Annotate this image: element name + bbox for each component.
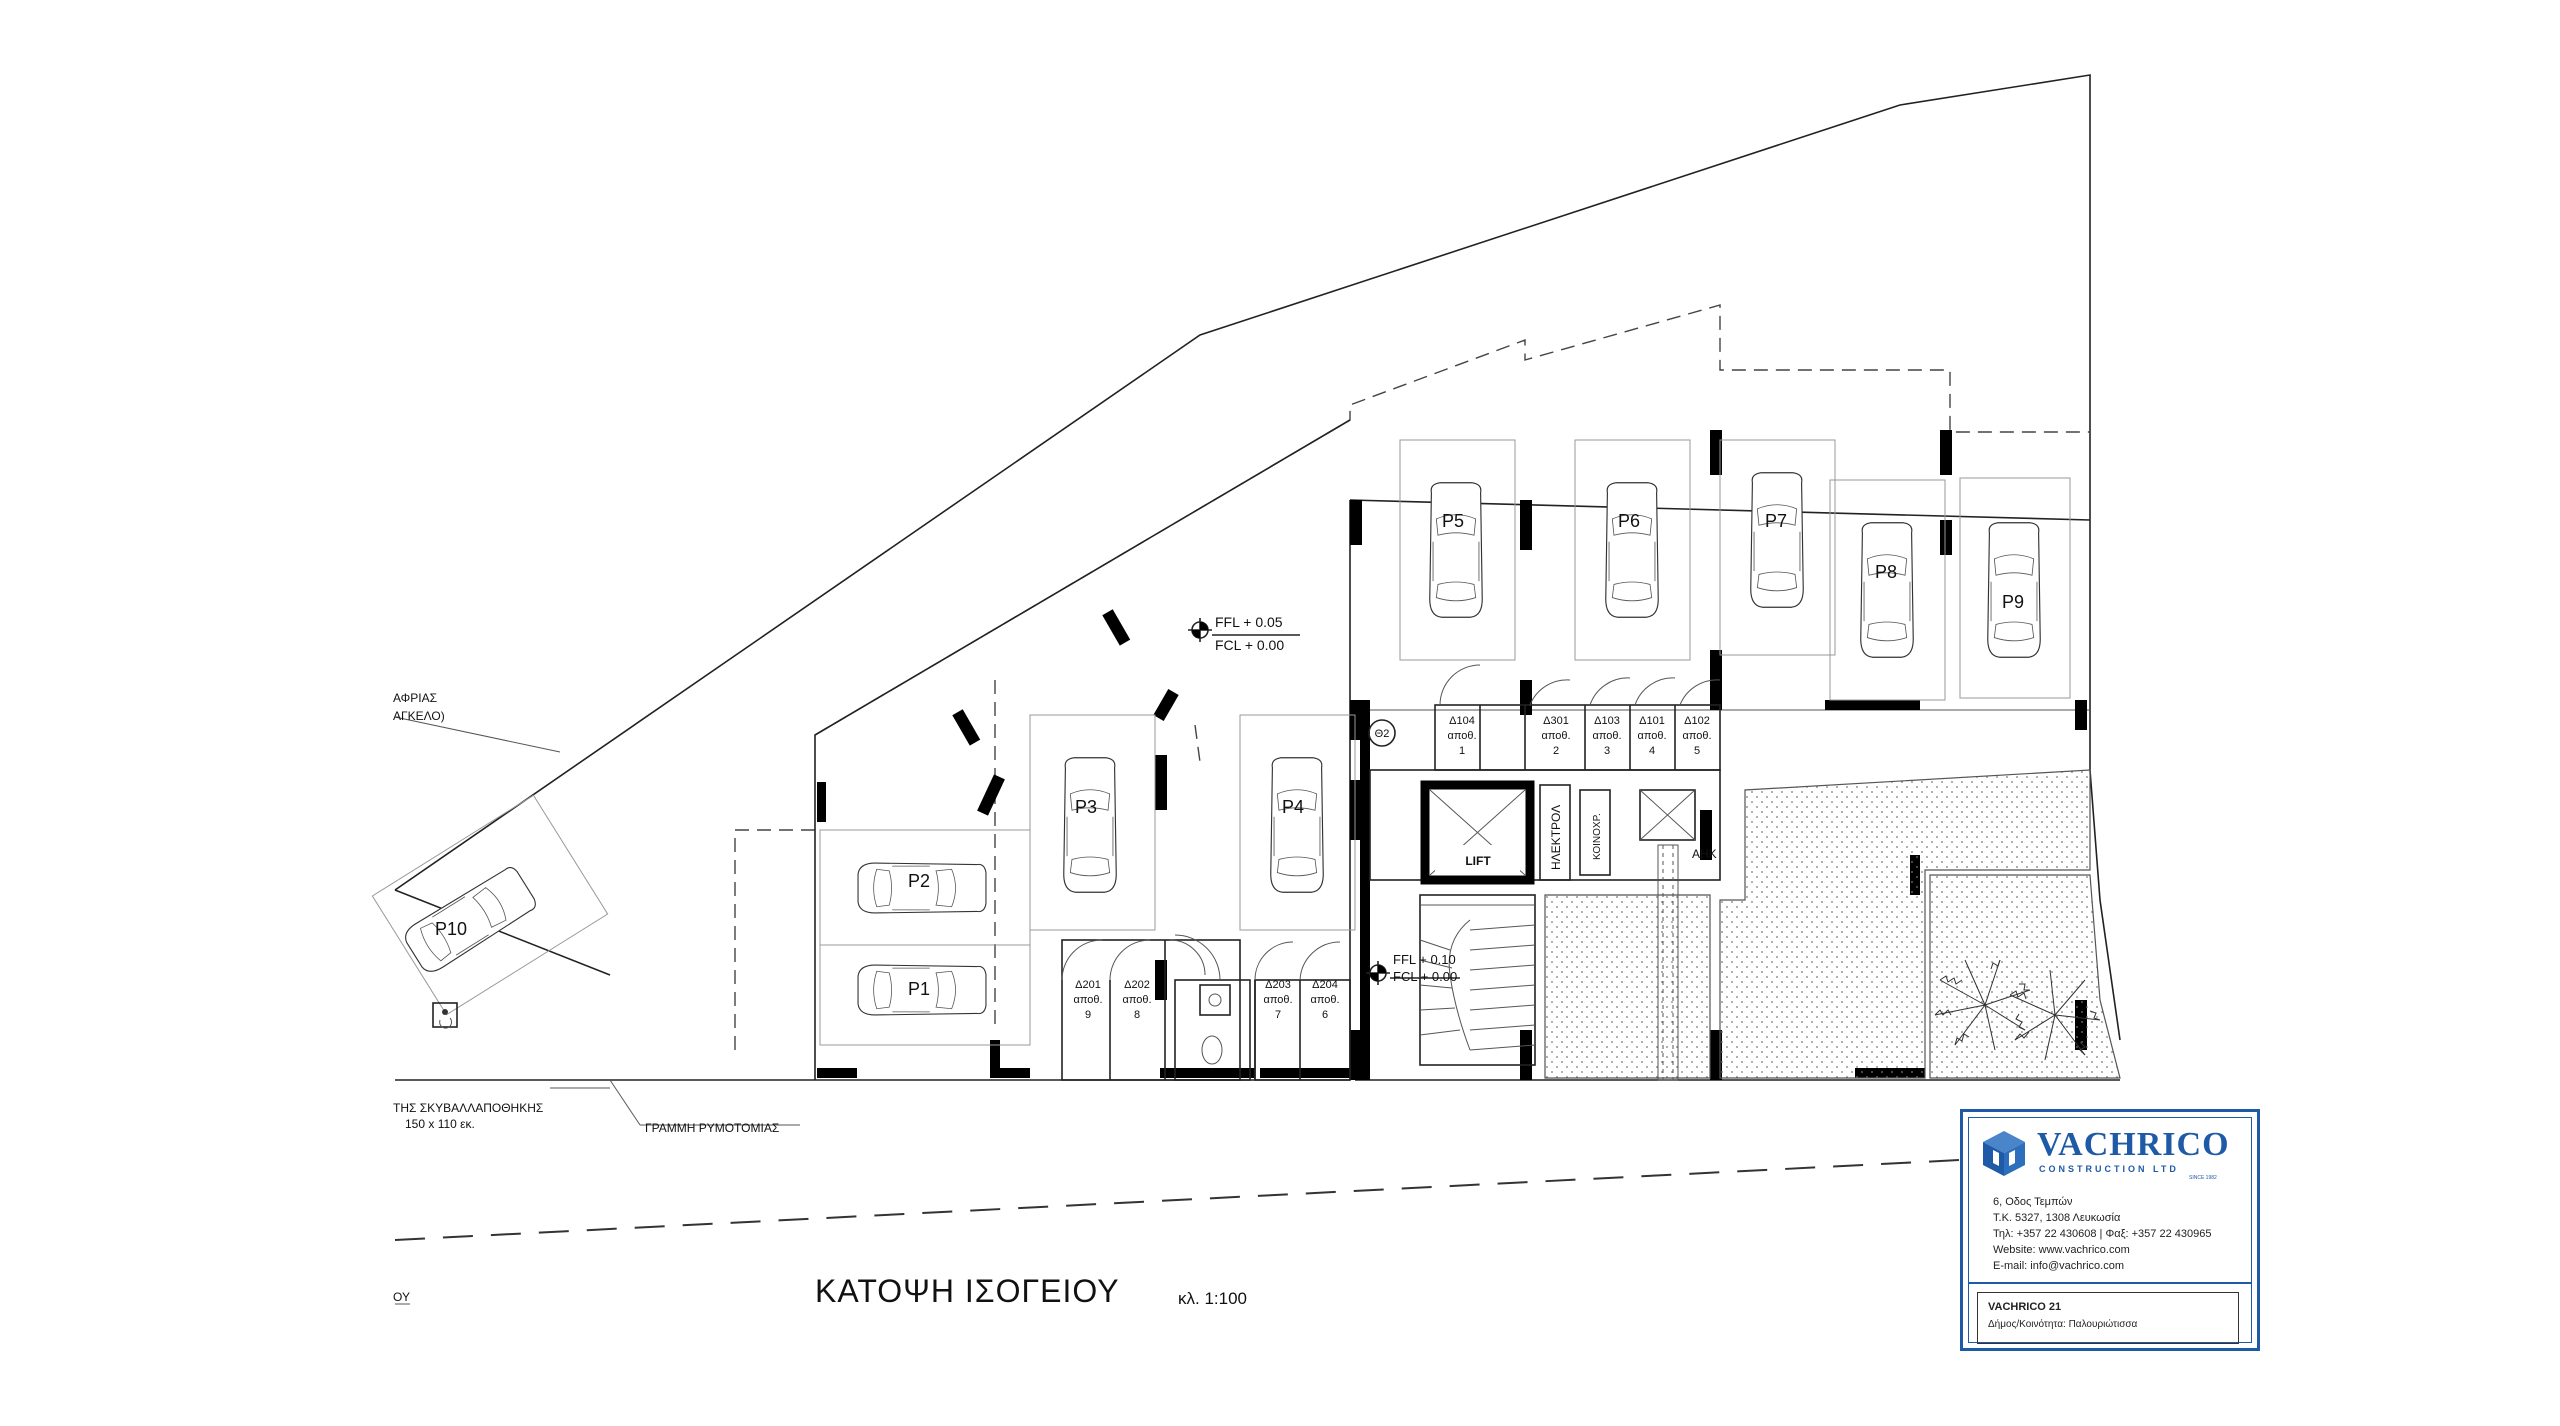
parking-label-p8: P8 (1875, 562, 1897, 582)
parking-label-p9: P9 (2002, 592, 2024, 612)
storage-num: 6 (1322, 1009, 1328, 1021)
accessibility-icons (432, 1002, 458, 1029)
storage-num: 3 (1604, 745, 1610, 757)
company-since: SINCE 1982 (2189, 1175, 2217, 1181)
car-p7 (1750, 472, 1804, 608)
storage-code: Δ204 (1312, 979, 1338, 991)
storage-code: Δ202 (1124, 979, 1150, 991)
storage-label: αποθ. (1682, 730, 1711, 742)
marker-label: Θ2 (1375, 728, 1390, 740)
storage-code: Δ102 (1684, 715, 1710, 727)
storage-label: αποθ. (1592, 730, 1621, 742)
storage-label: αποθ. (1637, 730, 1666, 742)
car-p6 (1605, 482, 1659, 618)
title-block-divider (1969, 1282, 2251, 1284)
address-line-2: Τ.Κ. 5327, 1308 Λευκωσία (1993, 1212, 2121, 1224)
title-block-frame (1968, 1117, 2252, 1343)
project-name: VACHRICO 21 (1988, 1301, 2062, 1313)
paved-areas (1544, 769, 2121, 1079)
edge-label: ΟΥ (393, 1290, 410, 1304)
storage-num: 8 (1134, 1009, 1140, 1021)
lift-label: LIFT (1465, 854, 1491, 868)
ahk-label: ΑΗΚ (1692, 847, 1717, 861)
left-label-1: ΑΦΡΙΑΣ (393, 691, 437, 705)
company-address: 6, Οδος Τεμπών Τ.Κ. 5327, 1308 Λευκωσία … (1993, 1194, 2211, 1274)
storage-rooms (1061, 664, 1721, 1081)
storage-num: 5 (1694, 745, 1700, 757)
parking-label-p2: P2 (908, 871, 930, 891)
car-p8 (1860, 522, 1914, 658)
parking-label-p7: P7 (1765, 511, 1787, 531)
storage-num: 4 (1649, 745, 1655, 757)
storage-code: Δ201 (1075, 979, 1101, 991)
storage-num: 1 (1459, 745, 1465, 757)
title-block: VACHRICO CONSTRUCTION LTD SINCE 1982 6, … (1960, 1109, 2260, 1351)
level-marker-upper (1188, 618, 1300, 642)
project-location: Δήμος/Κοινότητα: Παλουριώτισσα (1988, 1319, 2138, 1330)
storage-code: Δ203 (1265, 979, 1291, 991)
car-p4 (1270, 757, 1324, 893)
parking-label-p4: P4 (1282, 797, 1304, 817)
parking-label-p5: P5 (1442, 511, 1464, 531)
level-marker-lower (1366, 961, 1460, 985)
parking-bays (371, 439, 2071, 1046)
parking-label-p10: P10 (435, 919, 467, 939)
storage-code: Δ103 (1594, 715, 1620, 727)
car-p5 (1429, 482, 1483, 618)
ffl-lower: FFL + 0.10 (1393, 952, 1456, 967)
ffl-upper: FFL + 0.05 (1215, 614, 1283, 630)
plot-boundary (394, 74, 2121, 1041)
core (1174, 700, 1721, 1081)
drawing-scale: κλ. 1:100 (1178, 1289, 1247, 1308)
car-p10 (400, 862, 540, 978)
storage-label: αποθ. (1447, 730, 1476, 742)
pillars (817, 430, 2087, 1080)
phone-line: Τηλ: +357 22 430608 | Φαξ: +357 22 43096… (1993, 1228, 2212, 1240)
storage-label: αποθ. (1263, 994, 1292, 1006)
common-label: ΚΟΙΝΟΧΡ. (1592, 813, 1603, 860)
storage-num: 9 (1085, 1009, 1091, 1021)
website-line: Website: www.vachrico.com (1993, 1244, 2130, 1256)
bin-label-2: 150 x 110 εκ. (405, 1117, 475, 1131)
parking-label-p3: P3 (1075, 797, 1097, 817)
storage-code: Δ104 (1449, 715, 1475, 727)
storage-code: Δ101 (1639, 715, 1665, 727)
storage-label: αποθ. (1122, 994, 1151, 1006)
project-box: VACHRICO 21 Δήμος/Κοινότητα: Παλουριώτισ… (1977, 1292, 2239, 1344)
parking-label-p6: P6 (1618, 511, 1640, 531)
regulating-line (394, 716, 1961, 1305)
car-p3 (1063, 757, 1117, 893)
marker-circle (1368, 719, 1396, 747)
building-outline-dashed (734, 304, 2090, 1050)
bin-label-1: ΤΗΣ ΣΚΥΒΑΛΛΑΠΟΘΗΚΗΣ (393, 1101, 543, 1115)
storage-code: Δ301 (1543, 715, 1569, 727)
company-name: VACHRICO (2037, 1126, 2230, 1163)
storage-label: αποθ. (1541, 730, 1570, 742)
cube-logo-icon (1983, 1131, 2025, 1176)
regulating-line-label: ΓΡΑΜΜΗ ΡΥΜΟΤΟΜΙΑΣ (645, 1121, 779, 1135)
fcl-upper: FCL + 0.00 (1215, 637, 1284, 653)
car-p9 (1987, 522, 2041, 658)
fcl-lower: FCL + 0.00 (1393, 969, 1457, 984)
storage-label: αποθ. (1310, 994, 1339, 1006)
email-line: E-mail: info@vachrico.com (1993, 1260, 2124, 1272)
address-line-1: 6, Οδος Τεμπών (1993, 1196, 2073, 1208)
storage-num: 7 (1275, 1009, 1281, 1021)
plan-text: P1 P2 P3 P4 P5 P6 P7 P8 P9 P10 Δ104 αποθ… (393, 511, 2024, 1309)
left-label-2: ΑΓΚΕΛΟ) (393, 709, 445, 723)
storage-num: 2 (1553, 745, 1559, 757)
drawing-title: ΚΑΤΟΨΗ ΙΣΟΓΕΙΟΥ (815, 1273, 1120, 1309)
palm-trees (1934, 959, 2101, 1061)
company-subtitle: CONSTRUCTION LTD (2039, 1164, 2179, 1174)
storage-label: αποθ. (1073, 994, 1102, 1006)
electrical-label: ΗΛΕΚΤΡΟΛ (1549, 805, 1563, 870)
parking-label-p1: P1 (908, 979, 930, 999)
company-logo: VACHRICO CONSTRUCTION LTD SINCE 1982 (1979, 1126, 2239, 1186)
